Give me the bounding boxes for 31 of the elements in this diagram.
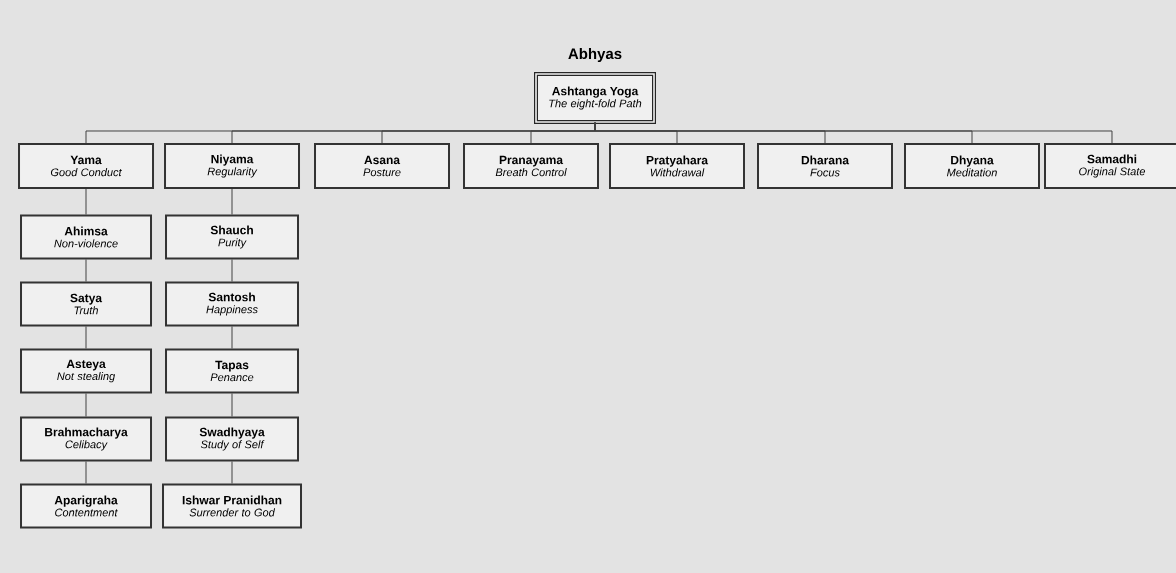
- process-box: Samadhi Original State: [1044, 143, 1176, 189]
- process-box: Pranayama Breath Control: [463, 143, 599, 189]
- process-box: Santosh Happiness: [165, 281, 299, 327]
- connector-line: [594, 122, 1113, 144]
- connector-line: [85, 461, 87, 484]
- process-box: Pratyahara Withdrawal: [609, 143, 745, 189]
- process-box: Ahimsa Non-violence: [20, 214, 152, 260]
- process-box: Ishwar Pranidhan Surrender to God: [162, 483, 302, 529]
- process-box: Tapas Penance: [165, 348, 299, 394]
- connector-line: [85, 188, 87, 215]
- connector-line: [231, 326, 233, 349]
- process-box: Brahmacharya Celibacy: [20, 416, 152, 462]
- process-box: Dharana Focus: [757, 143, 893, 189]
- process-box: Asteya Not stealing: [20, 348, 152, 394]
- process-box: Niyama Regularity: [164, 143, 300, 189]
- connector-line: [231, 259, 233, 282]
- connector-line: [85, 259, 87, 282]
- connector-line: [85, 326, 87, 349]
- process-box: Swadhyaya Study of Self: [165, 416, 299, 462]
- connector-line: [85, 393, 87, 417]
- connector-line: [231, 188, 233, 215]
- process-box: Satya Truth: [20, 281, 152, 327]
- connector-line: [231, 393, 233, 417]
- process-box: Aparigraha Contentment: [20, 483, 152, 529]
- connector-line: [231, 461, 233, 484]
- title: Abhyas: [568, 48, 622, 62]
- process-box: Dhyana Meditation: [904, 143, 1040, 189]
- process-box: Shauch Purity: [165, 214, 299, 260]
- process-box: Yama Good Conduct: [18, 143, 154, 189]
- process-box: Asana Posture: [314, 143, 450, 189]
- process-box: Ashtanga Yoga The eight-fold Path: [534, 72, 656, 124]
